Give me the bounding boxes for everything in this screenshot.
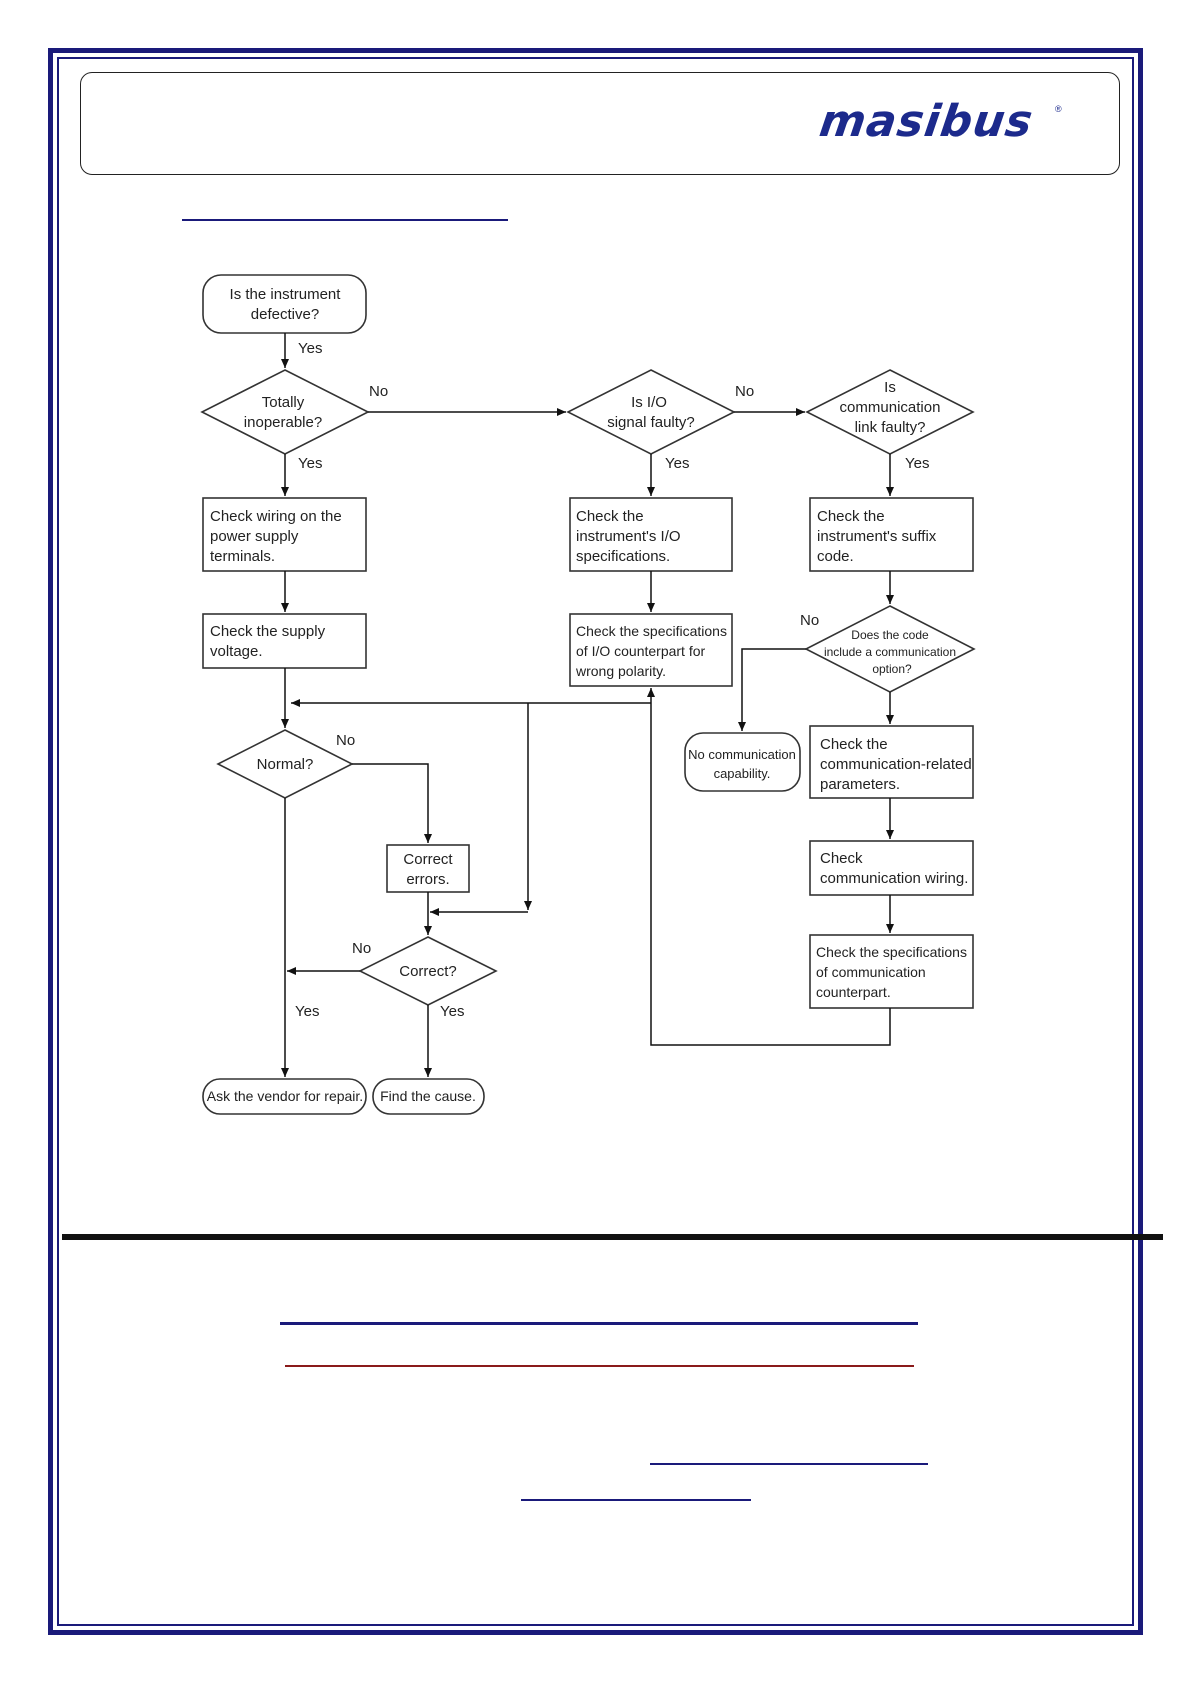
footer-separator — [62, 1234, 1163, 1240]
end-vendor-label: Ask the vendor for repair. — [207, 1088, 363, 1104]
footer-link-underline-2[interactable] — [521, 1499, 751, 1501]
edge-label-no: No — [800, 612, 819, 629]
edge-label-yes: Yes — [295, 1003, 319, 1020]
edge-label-yes: Yes — [298, 340, 322, 357]
edge-label-yes: Yes — [298, 455, 322, 472]
terminal-no-comm — [684, 732, 801, 792]
box-check-comm-wiring — [809, 840, 974, 896]
edge-label-no: No — [352, 940, 371, 957]
correct-label: Correct? — [399, 963, 457, 980]
end-terminal-vendor — [202, 1078, 367, 1115]
box-check-comm-params — [809, 725, 974, 799]
decision-inoperable — [200, 369, 370, 455]
box-check-suffix — [809, 497, 974, 572]
edge-label-yes: Yes — [665, 455, 689, 472]
section-title-underline — [182, 219, 508, 221]
page-border-inner — [57, 57, 1134, 1626]
edge-label-no: No — [369, 383, 388, 400]
end-terminal-cause — [372, 1078, 485, 1115]
edge-label-no: No — [735, 383, 754, 400]
box-check-comm-specs — [809, 934, 974, 1009]
start-terminal — [202, 274, 367, 334]
footer-underline-1 — [280, 1322, 918, 1325]
decision-io-faulty — [566, 369, 736, 455]
normal-label: Normal? — [257, 756, 314, 773]
footer-link-underline-1[interactable] — [650, 1463, 928, 1465]
edge-label-no: No — [336, 732, 355, 749]
header-box — [80, 72, 1120, 175]
page-border-outer — [48, 48, 1143, 1635]
edge-label-yes: Yes — [440, 1003, 464, 1020]
edge-label-yes: Yes — [905, 455, 929, 472]
end-cause-label: Find the cause. — [380, 1088, 476, 1104]
footer-underline-2 — [285, 1365, 914, 1367]
registered-mark: ® — [1055, 104, 1062, 114]
box-check-polarity — [569, 613, 733, 687]
